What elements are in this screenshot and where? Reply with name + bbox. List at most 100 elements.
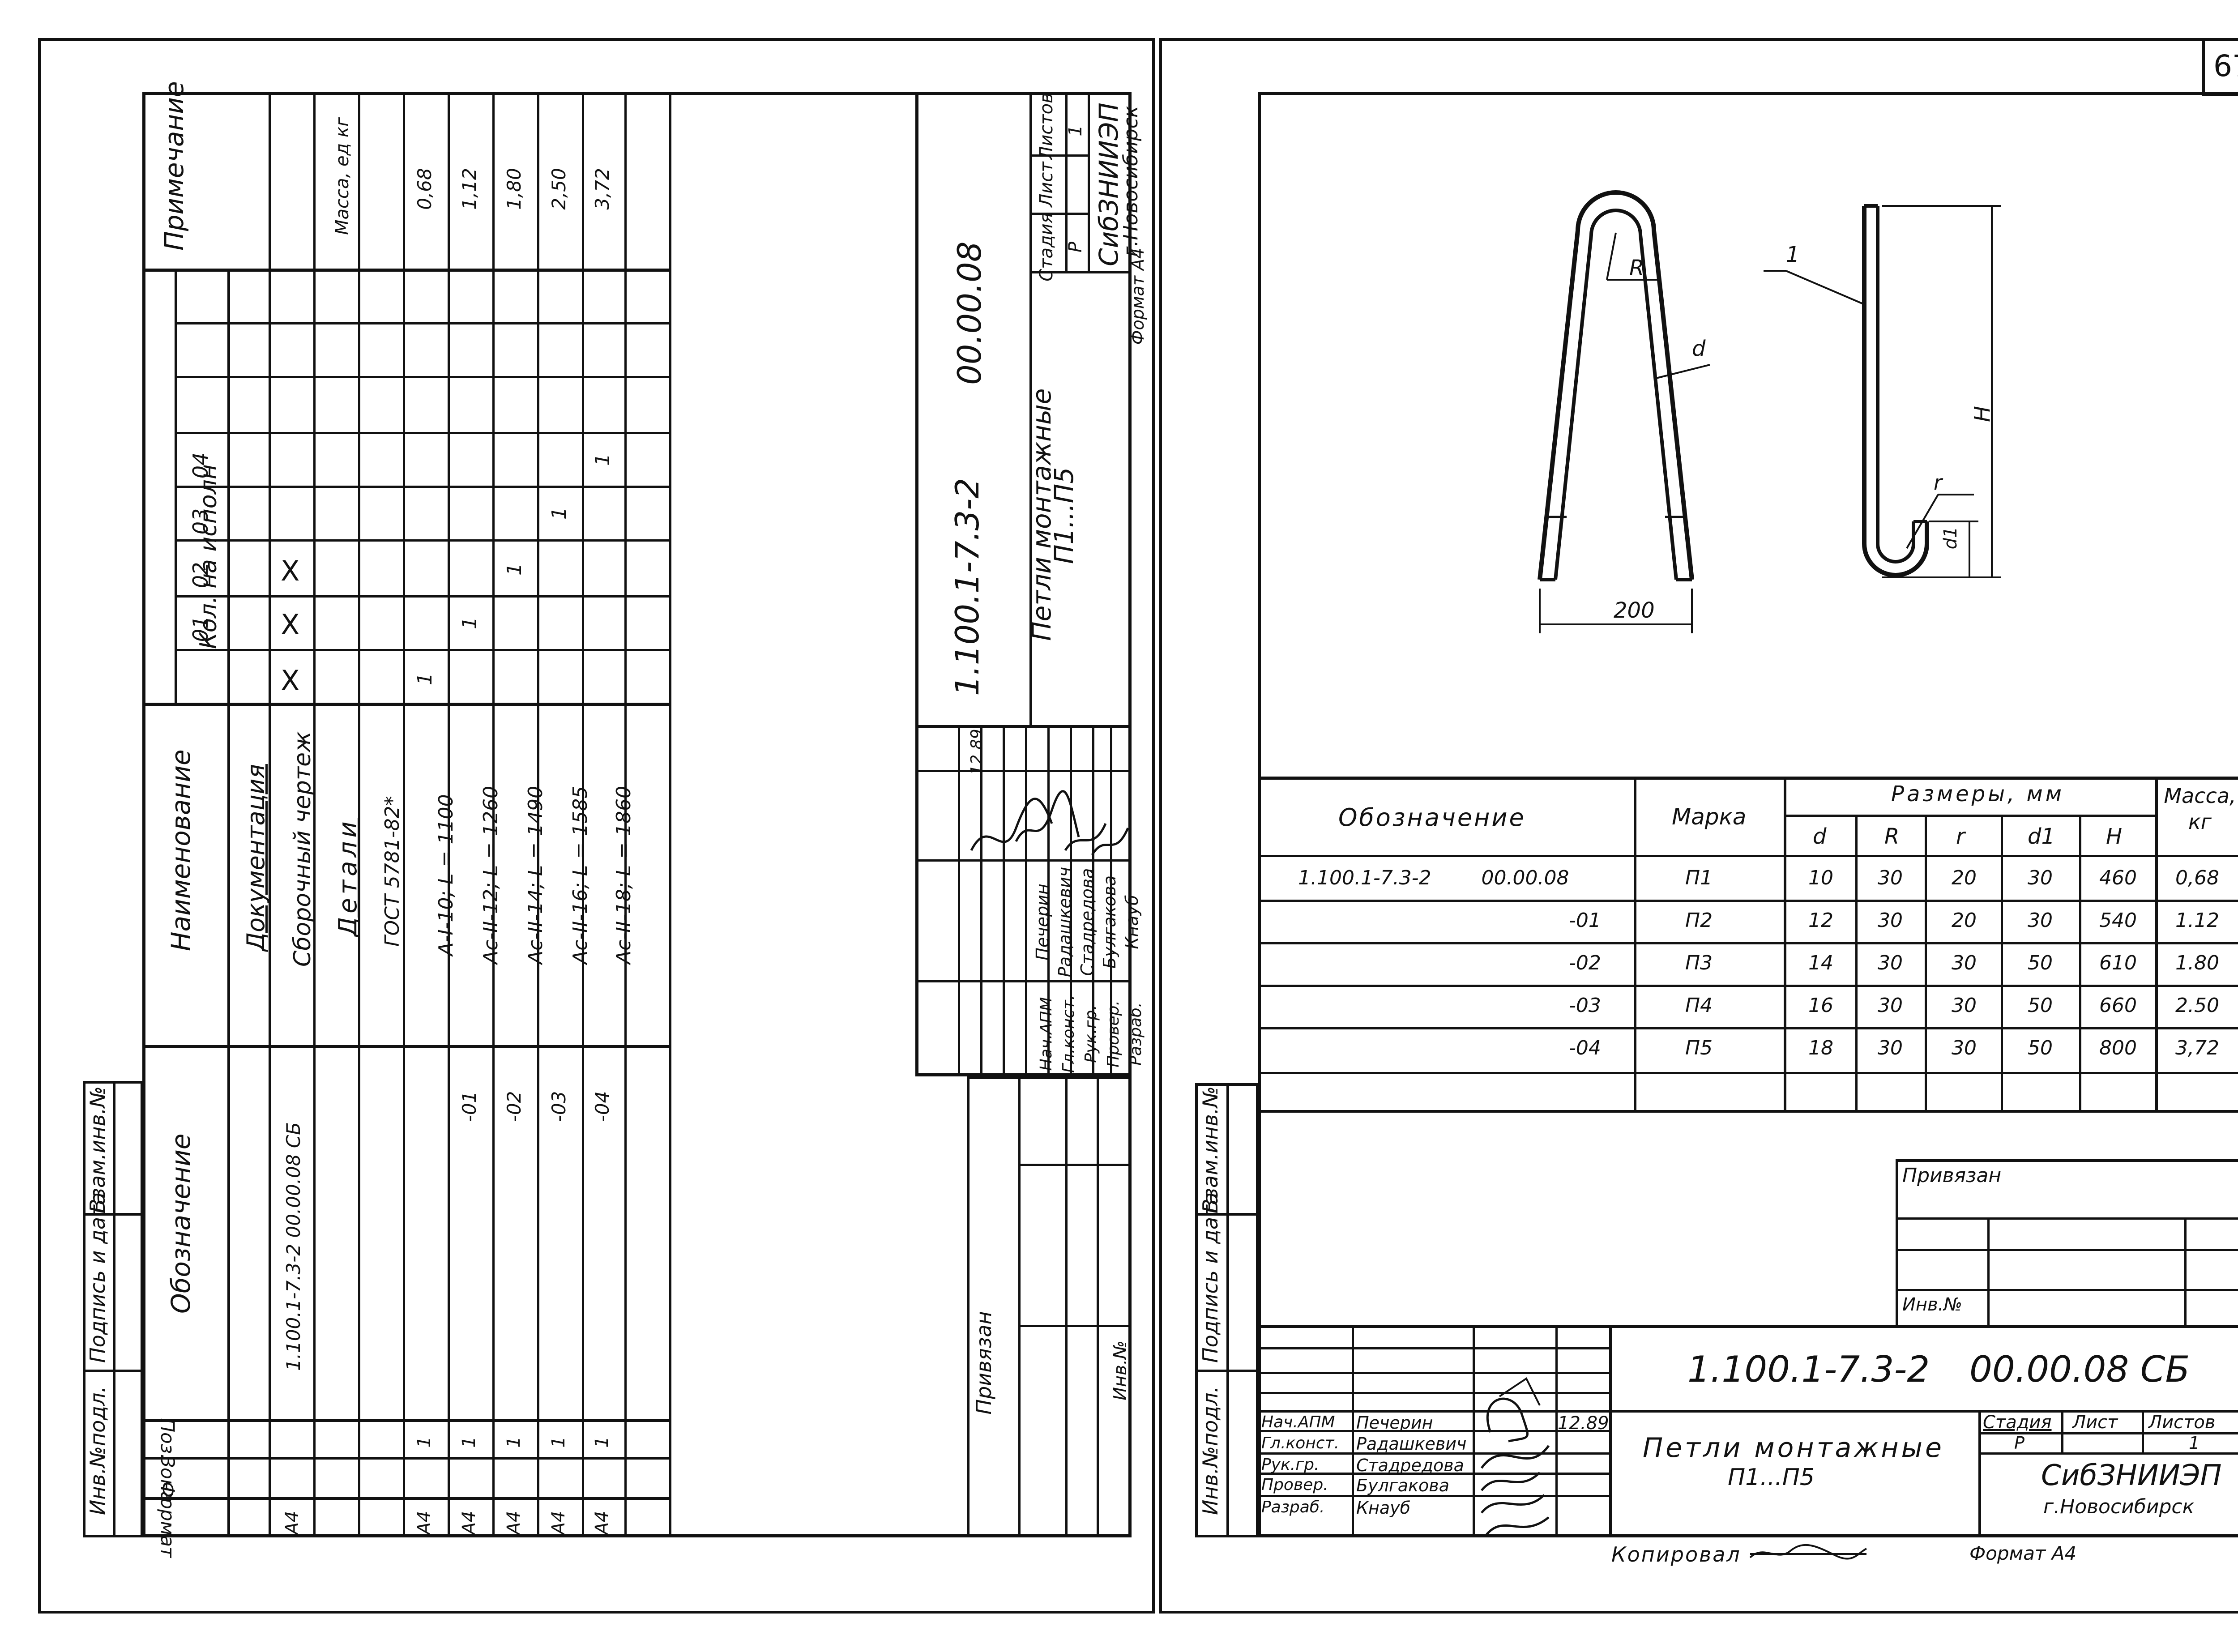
row8-name: Ас-II-16; L = 1585 <box>569 785 592 965</box>
col-designation-header: Обозначение <box>166 1133 196 1314</box>
margin-vzam: Взам.инв.№ <box>85 1086 110 1213</box>
right-tb-role1: Нач.АПМ <box>1261 1413 1335 1431</box>
right-inner-frame <box>1258 92 2238 1537</box>
table-row3-d1: 50 <box>2028 952 2053 974</box>
row6-name: Ас-II-12; L = 1260 <box>479 785 502 965</box>
left-tb-name3: Стадредова <box>1077 868 1097 976</box>
left-tb-code: 1.100.1-7.3-2 <box>948 478 986 696</box>
table-row5-d: 18 <box>1808 1037 1833 1059</box>
right-tb-stage: Р <box>2014 1433 2024 1453</box>
row9-format: А4 <box>592 1511 612 1535</box>
left-tb-name2: Радашкевич <box>1055 867 1075 978</box>
left-tb-stage: Р <box>1065 241 1086 253</box>
left-tb-sheets: 1 <box>1065 125 1086 137</box>
table-sub-d: d <box>1813 824 1827 849</box>
left-inv-label: Инв.№ <box>1110 1340 1131 1400</box>
right-tb-title1: Петли монтажные <box>1643 1432 1944 1464</box>
left-tb-role4: Провер. <box>1104 1000 1123 1067</box>
right-bound-box <box>1896 1159 2238 1325</box>
left-tb-name5: Кнауб <box>1122 895 1142 949</box>
right-tb-org: СибЗНИИЭП <box>2041 1459 2222 1492</box>
table-row1-des: 1.100.1-7.3-2 00.00.08 <box>1298 867 1569 889</box>
row6-note: 1,12 <box>458 168 480 210</box>
table-row1-R: 30 <box>1878 867 1903 889</box>
right-tb-code: 1.100.1-7.3-2 <box>1687 1349 1930 1390</box>
mass-header: Масса, ед кг <box>332 117 353 235</box>
loop-drawing <box>1538 190 2001 633</box>
table-h-designation: Обозначение <box>1338 803 1526 832</box>
table-row1-mark: П1 <box>1685 867 1713 889</box>
row6-format: А4 <box>459 1511 479 1535</box>
row4-name: ГОСТ 5781-82* <box>381 796 404 947</box>
right-tb-doc: 00.00.08 СБ <box>1969 1349 2190 1390</box>
qty-variant-02: 02 <box>188 562 213 589</box>
dim-r: r <box>1934 470 1942 495</box>
row9-pos: 1 <box>592 1436 612 1448</box>
row7-designation: -02 <box>503 1091 525 1122</box>
table-row1-H: 460 <box>2099 867 2137 889</box>
row2-x3: X <box>281 555 300 587</box>
format-label: Формат А4 <box>1969 1542 2077 1564</box>
left-tb-format: Формат А4 <box>1128 248 1148 345</box>
table-sub-d1: d1 <box>2028 824 2055 849</box>
table-row5-des: -04 <box>1569 1037 1601 1059</box>
table-row5-r: 30 <box>1952 1037 1977 1059</box>
table-h-sizes: Размеры, мм <box>1891 781 2064 807</box>
right-tb-role3: Рук.гр. <box>1261 1456 1320 1474</box>
row8-note: 2,50 <box>548 168 570 210</box>
row9-note: 3,72 <box>591 168 613 210</box>
page-number: 67 <box>2213 49 2238 83</box>
right-tb-role5: Разраб. <box>1261 1498 1325 1516</box>
qty-variant-01: 01 <box>188 615 213 642</box>
dim-H: H <box>1970 406 1995 423</box>
right-inv-label: Инв.№ <box>1902 1294 1962 1315</box>
row5-name: А-I-10; L = 1100 <box>435 794 457 956</box>
page-number-box <box>2202 38 2238 96</box>
row7-pos: 1 <box>504 1436 524 1448</box>
right-tb-stage-label: Стадия <box>1983 1412 2052 1433</box>
table-h-mass: Масса, кг <box>2164 784 2236 834</box>
table-row2-d: 12 <box>1808 909 1833 932</box>
table-row1-d1: 30 <box>2028 867 2053 889</box>
table-row2-mass: 1.12 <box>2175 909 2219 932</box>
left-signatures <box>970 790 1129 856</box>
right-tb-name5: Кнауб <box>1356 1498 1411 1518</box>
right-tb-name1: Печерин <box>1356 1413 1433 1433</box>
left-tb-stage-label: Стадия <box>1036 213 1057 282</box>
table-row4-d1: 50 <box>2028 994 2053 1017</box>
right-tb-name4: Булгакова <box>1356 1476 1449 1495</box>
table-row5-H: 800 <box>2099 1037 2137 1059</box>
row8-format: А4 <box>548 1511 569 1535</box>
right-tb-role4: Провер. <box>1261 1476 1328 1494</box>
table-row4-H: 660 <box>2099 994 2137 1017</box>
table-row3-mass: 1.80 <box>2175 952 2219 974</box>
table-row3-H: 610 <box>2099 952 2137 974</box>
left-tb-role2: Гл.конст. <box>1059 995 1078 1073</box>
dim-d1: d1 <box>1940 526 1961 550</box>
dim-d: d <box>1692 336 1706 361</box>
left-tb-name1: Печерин <box>1033 884 1052 960</box>
col-name-header: Наименование <box>166 749 196 951</box>
qty-variant-04: 04 <box>188 452 213 479</box>
table-row4-R: 30 <box>1878 994 1903 1017</box>
right-tb-role2: Гл.конст. <box>1261 1434 1340 1452</box>
right-sheet <box>1159 38 2238 1614</box>
table-row1-mass: 0,68 <box>2175 867 2219 889</box>
left-tb-role5: Разраб. <box>1127 1002 1145 1066</box>
row6-q: 1 <box>458 617 481 629</box>
row9-q: 1 <box>591 453 614 466</box>
row2-x2: X <box>281 608 300 641</box>
row7-format: А4 <box>504 1511 524 1535</box>
table-sub-r: r <box>1956 824 1965 849</box>
row5-q: 1 <box>414 673 436 685</box>
table-row2-R: 30 <box>1878 909 1903 932</box>
row7-note: 1,80 <box>503 168 525 210</box>
row7-name: Ас-II-14; L = 1490 <box>524 785 547 965</box>
right-margin-podpis: Подпись и дата <box>1198 1192 1222 1363</box>
table-sub-H: H <box>2106 824 2123 849</box>
table-row5-d1: 50 <box>2028 1037 2053 1059</box>
row2-format: А4 <box>282 1511 303 1535</box>
table-row3-R: 30 <box>1878 952 1903 974</box>
col-format-header: Формат <box>157 1481 179 1558</box>
margin-podpis: Подпись и дата <box>85 1192 110 1363</box>
